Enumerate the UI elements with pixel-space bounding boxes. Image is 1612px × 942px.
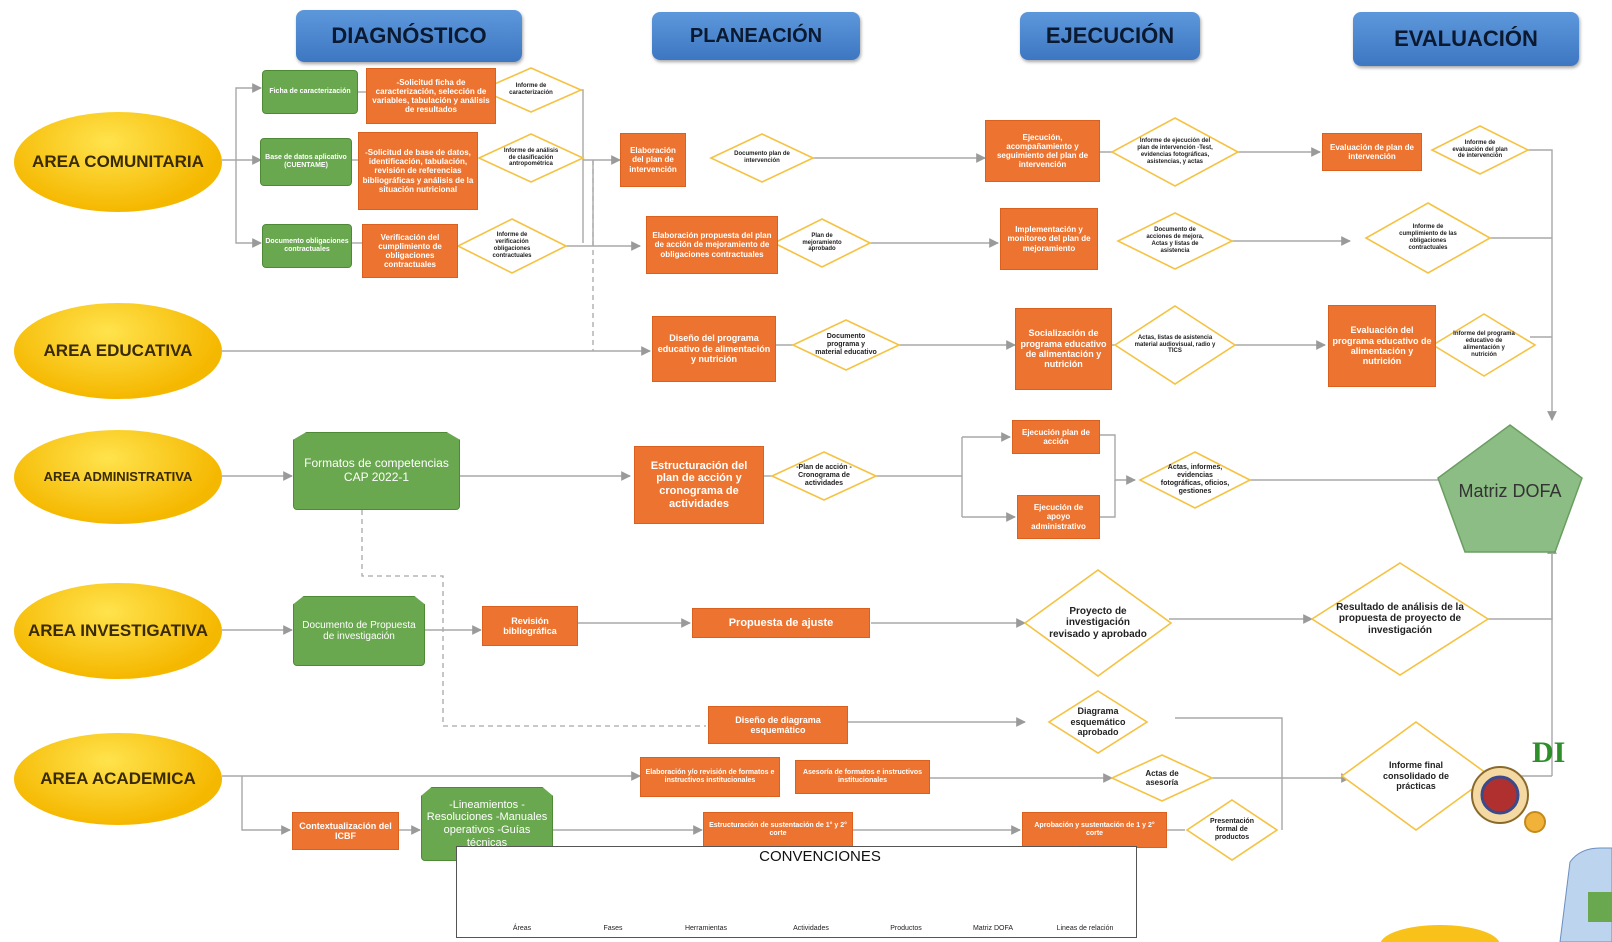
activity-solicitud-base: -Solicitud de base de datos, identificac… bbox=[358, 132, 478, 210]
activity-estructuracion-plan: Estructuración del plan de acción y cron… bbox=[634, 446, 764, 524]
product-informe-analisis: Informe de análisis de clasificación ant… bbox=[503, 147, 559, 168]
legend-label-lineas: Lineas de relación bbox=[1056, 925, 1114, 932]
university-logo-text: DI bbox=[1532, 736, 1566, 769]
legend-label-herramientas: Herramientas bbox=[684, 925, 727, 932]
activity-elaboracion-plan: Elaboración del plan de intervención bbox=[620, 133, 686, 187]
matrix-dofa-label: Matriz DOFA bbox=[1458, 481, 1562, 502]
area-academica: AREA ACADEMICA bbox=[14, 733, 222, 825]
legend-label-actividades: Actividades bbox=[793, 925, 829, 932]
legend-label-productos: Productos bbox=[890, 925, 922, 932]
product-plan-accion-cronograma: -Plan de acción -Cronograma de actividad… bbox=[796, 463, 852, 488]
product-plan-mejoramiento: Plan de mejoramiento aprobado bbox=[802, 232, 842, 253]
phase-diagnostico: DIAGNÓSTICO bbox=[296, 10, 522, 62]
product-informe-verificacion: Informe de verificación obligaciones con… bbox=[492, 232, 532, 259]
activity-aprobacion-sustentacion: Aprobación y sustentación de 1 y 2° cort… bbox=[1022, 812, 1167, 848]
product-documento-acciones: Documento de acciones de mejora, Actas y… bbox=[1146, 227, 1204, 254]
product-presentacion-formal: Presentación formal de productos bbox=[1210, 817, 1254, 842]
tool-base-datos: Base de datos aplicativo (CUENTAME) bbox=[260, 138, 352, 186]
activity-revision-bibliografica: Revisión bibliográfica bbox=[482, 606, 578, 646]
tool-documento-obligaciones: Documento obligaciones contractuales bbox=[262, 224, 352, 268]
product-documento-plan: Documento plan de intervención bbox=[734, 151, 790, 164]
product-resultado-analisis: Resultado de análisis de la propuesta de… bbox=[1336, 601, 1464, 636]
activity-elaboracion-propuesta: Elaboración propuesta del plan de acción… bbox=[646, 216, 778, 274]
legend-label-areas: Áreas bbox=[512, 925, 532, 932]
activity-evaluacion-programa: Evaluación del programa educativo de ali… bbox=[1328, 305, 1436, 387]
legend-label-matriz: Matriz DOFA bbox=[972, 925, 1014, 932]
product-actas-listas: Actas, listas de asistencia material aud… bbox=[1134, 334, 1216, 355]
area-investigativa: AREA INVESTIGATIVA bbox=[14, 583, 222, 679]
activity-elaboracion-formatos: Elaboración y/o revisión de formatos e i… bbox=[640, 757, 780, 797]
product-documento-programa: Documento programa y material educativo bbox=[815, 332, 877, 357]
activity-implementacion: Implementación y monitoreo del plan de m… bbox=[1000, 208, 1098, 270]
tool-documento-propuesta: Documento de Propuesta de investigación bbox=[293, 596, 425, 666]
activity-diseno-diagrama: Diseño de diagrama esquemático bbox=[708, 706, 848, 744]
phase-ejecucion: EJECUCIÓN bbox=[1020, 12, 1200, 60]
area-administrativa: AREA ADMINISTRATIVA bbox=[14, 430, 222, 524]
tool-ficha-caracterizacion: Ficha de caracterización bbox=[262, 70, 358, 114]
area-comunitaria: AREA COMUNITARIA bbox=[14, 112, 222, 212]
legend-title: CONVENCIONES bbox=[759, 848, 881, 865]
activity-ejecucion-plan-accion: Ejecución plan de acción bbox=[1012, 420, 1100, 454]
activity-ejecucion-apoyo: Ejecución de apoyo administrativo bbox=[1017, 495, 1100, 539]
product-informe-programa: Informe del programa educativo de alimen… bbox=[1453, 331, 1515, 358]
university-seal-icon bbox=[1472, 767, 1528, 823]
tool-lineamientos: -Lineamientos -Resoluciones -Manuales op… bbox=[421, 787, 553, 861]
product-informe-ejecucion: Informe de ejecución del plan de interve… bbox=[1137, 138, 1213, 165]
phase-evaluacion: EVALUACIÓN bbox=[1353, 12, 1579, 66]
legend-label-fases: Fases bbox=[603, 925, 623, 932]
product-informe-cumplimiento: Informe de cumplimiento de las obligacio… bbox=[1399, 224, 1457, 251]
product-proyecto-investigacion: Proyecto de investigación revisado y apr… bbox=[1049, 605, 1147, 640]
phase-planeacion: PLANEACIÓN bbox=[652, 12, 860, 60]
product-actas-asesoria: Actas de asesoría bbox=[1145, 768, 1179, 787]
product-informe-evaluacion-plan: Informe de evaluación del plan de interv… bbox=[1452, 139, 1508, 160]
activity-solicitud-ficha: -Solicitud ficha de caracterización, sel… bbox=[366, 68, 496, 124]
activity-verificacion: Verificación del cumplimiento de obligac… bbox=[362, 224, 458, 278]
activity-asesoria-formatos: Asesoría de formatos e instructivos inst… bbox=[795, 760, 930, 794]
activity-diseno-programa: Diseño del programa educativo de aliment… bbox=[652, 316, 776, 382]
activity-propuesta-ajuste: Propuesta de ajuste bbox=[692, 608, 870, 638]
matrix-pentagon bbox=[1437, 424, 1583, 553]
area-educativa: AREA EDUCATIVA bbox=[14, 303, 222, 399]
activity-evaluacion-plan: Evaluación de plan de intervención bbox=[1322, 133, 1422, 171]
product-actas-informes: Actas, informes, evidencias fotográficas… bbox=[1160, 463, 1230, 496]
activity-socializacion: Socialización de programa educativo de a… bbox=[1015, 308, 1112, 390]
activity-ejecucion-acompanamiento: Ejecución, acompañamiento y seguimiento … bbox=[985, 120, 1100, 182]
product-informe-final: Informe final consolidado de prácticas bbox=[1382, 760, 1449, 792]
product-diagrama-aprobado: Diagrama esquemático aprobado bbox=[1070, 706, 1126, 738]
tool-formatos-cap: Formatos de competencias CAP 2022-1 bbox=[293, 432, 460, 510]
legend-box bbox=[456, 846, 1137, 938]
activity-estructuracion-sustentacion: Estructuración de sustentación de 1° y 2… bbox=[703, 812, 853, 848]
product-informe-caracterizacion: Informe de caracterización bbox=[509, 83, 553, 96]
activity-contextualizacion: Contextualización del ICBF bbox=[292, 812, 399, 850]
